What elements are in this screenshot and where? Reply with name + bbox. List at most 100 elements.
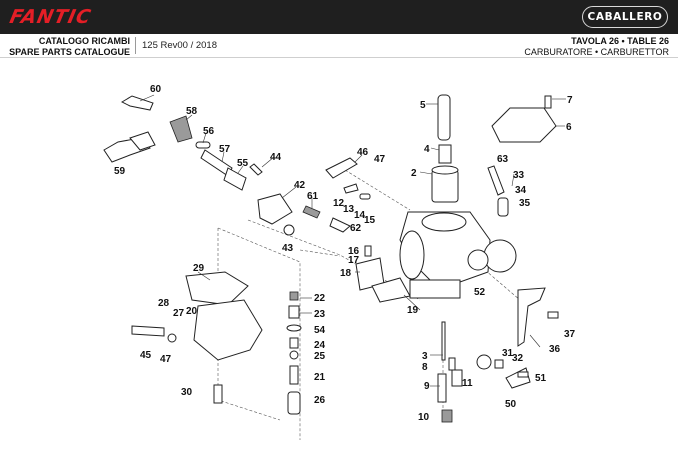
- catalog-title-line2: SPARE PARTS CATALOGUE: [9, 46, 130, 57]
- lever-50: [505, 367, 531, 389]
- part-32: [494, 359, 504, 369]
- carburetor-exploded-diagram: 60 58 56 57 55 44 59 46 47 42 61 12 13 1…: [103, 84, 576, 440]
- callout-60: 60: [150, 84, 162, 95]
- callout-10: 10: [418, 412, 430, 423]
- callout-58: 58: [186, 106, 198, 117]
- callout-55: 55: [237, 158, 249, 169]
- callout-24: 24: [314, 340, 326, 351]
- jet-21: [289, 365, 299, 385]
- screw-63: [487, 165, 505, 196]
- table-name: CARBURATORE • CARBURETTOR: [524, 46, 669, 57]
- spring-26: [287, 391, 301, 415]
- washer-54: [286, 324, 302, 332]
- callout-7: 7: [567, 95, 573, 106]
- cap-55: [223, 167, 247, 191]
- jet-23: [288, 305, 300, 319]
- callout-20: 20: [186, 306, 198, 317]
- air-duct-59: [103, 131, 156, 163]
- callout-8: 8: [422, 362, 428, 373]
- callout-4: 4: [424, 144, 430, 155]
- gear-31: [476, 354, 492, 370]
- needle-3: [441, 321, 446, 361]
- catalog-edition: 125 Rev00 / 2018: [142, 40, 218, 51]
- starter-valve-42: [257, 193, 293, 225]
- o-ring-25: [289, 350, 299, 360]
- screw-7: [544, 95, 552, 109]
- callout-47b: 47: [160, 354, 172, 365]
- callout-23: 23: [314, 309, 326, 320]
- callout-16: 16: [348, 246, 360, 257]
- spring-13: [359, 193, 371, 200]
- callout-52: 52: [474, 287, 486, 298]
- callout-26: 26: [314, 395, 326, 406]
- callout-27: 27: [173, 308, 185, 319]
- intake-pipe-60: [120, 95, 154, 111]
- callout-57: 57: [219, 144, 231, 155]
- callout-labels: 60 58 56 57 55 44 59 46 47 42 61 12 13 1…: [114, 84, 576, 423]
- callout-2: 2: [411, 168, 417, 179]
- needle-holder-4: [438, 144, 452, 164]
- callout-59: 59: [114, 166, 126, 177]
- throttle-pulley-52: [467, 249, 489, 271]
- clip-47: [167, 333, 177, 343]
- bracket-36: [517, 287, 546, 347]
- spring-5: [437, 94, 451, 141]
- caballero-badge: CABALLERO: [582, 6, 668, 28]
- tube-11: [451, 369, 463, 387]
- callout-12: 12: [333, 198, 345, 209]
- callout-32: 32: [512, 353, 524, 364]
- callout-9: 9: [424, 381, 430, 392]
- catalog-title-line1: CATALOGO RICAMBI: [38, 36, 130, 46]
- callout-56: 56: [203, 126, 215, 137]
- clip-62: [329, 217, 351, 233]
- table-info: TAVOLA 26 • TABLE 26 CARBURATORE • CARBU…: [524, 36, 669, 57]
- callout-31: 31: [502, 348, 514, 359]
- callout-47: 47: [374, 154, 386, 165]
- callout-46: 46: [357, 147, 369, 158]
- leader-lines: [139, 94, 566, 387]
- jet-8: [448, 357, 456, 371]
- hose-46: [325, 157, 358, 179]
- top-bar: FANTIC CABALLERO: [0, 0, 678, 34]
- callout-43: 43: [282, 243, 294, 254]
- callout-61: 61: [307, 191, 319, 202]
- piston-2: [431, 165, 459, 203]
- jet-24: [289, 337, 299, 349]
- callout-3: 3: [422, 351, 428, 362]
- callout-29: 29: [193, 263, 205, 274]
- callout-51: 51: [535, 373, 547, 384]
- callout-18: 18: [340, 268, 352, 279]
- float-19: [371, 277, 411, 303]
- catalog-title: CATALOGO RICAMBI SPARE PARTS CATALOGUE: [8, 36, 130, 57]
- callout-28: 28: [158, 298, 170, 309]
- callout-50: 50: [505, 399, 517, 410]
- fantic-logo: FANTIC: [7, 6, 94, 28]
- callout-19: 19: [407, 305, 419, 316]
- callout-6: 6: [566, 122, 572, 133]
- jet-22: [289, 291, 299, 301]
- top-cover-6: [491, 107, 557, 143]
- callout-15: 15: [364, 215, 376, 226]
- callout-33: 33: [513, 170, 525, 181]
- callout-13: 13: [343, 204, 355, 215]
- callout-17: 17: [348, 255, 360, 266]
- callout-14: 14: [354, 210, 366, 221]
- screw-30: [213, 384, 223, 404]
- callout-63: 63: [497, 154, 509, 165]
- model-badge-label: CABALLERO: [587, 11, 663, 23]
- callout-36: 36: [549, 344, 561, 355]
- screw-51: [517, 371, 529, 378]
- callout-42: 42: [294, 180, 306, 191]
- callout-45: 45: [140, 350, 152, 361]
- pipe-45: [131, 325, 165, 337]
- float-bowl-20: [193, 299, 263, 361]
- header-divider: [135, 37, 136, 54]
- callout-25: 25: [314, 351, 326, 362]
- o-ring-43: [283, 224, 295, 236]
- callout-5: 5: [420, 100, 426, 111]
- screw-44: [249, 163, 263, 176]
- brand-name: FANTIC: [7, 6, 94, 28]
- main-jet-10: [441, 409, 453, 423]
- gasket-29: [185, 271, 249, 306]
- callout-11: 11: [462, 378, 473, 389]
